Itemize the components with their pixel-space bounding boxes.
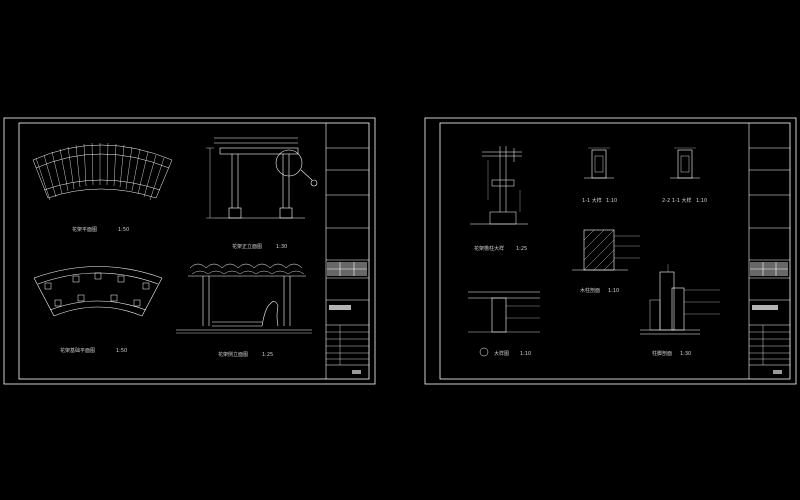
label-front-elevation: 花架正立面图 bbox=[232, 243, 262, 250]
drawing-column-detail[interactable] bbox=[470, 146, 528, 225]
label-side-elevation: 花架侧立面图 bbox=[218, 351, 248, 358]
label-pergola-plan: 花架平面图 bbox=[72, 226, 97, 233]
scale-column-detail: 1:25 bbox=[516, 246, 527, 252]
scale-pergola-plan: 1:50 bbox=[118, 227, 129, 233]
drawing-front-elevation[interactable] bbox=[206, 137, 318, 219]
scale-1-1-detail: 1:10 bbox=[606, 198, 617, 204]
scale-timber-column-section: 1:10 bbox=[608, 288, 619, 294]
drawing-1-1-detail[interactable] bbox=[584, 147, 614, 179]
scale-column-footing-section: 1:30 bbox=[680, 351, 691, 357]
sheet-1-outer-frame bbox=[3, 117, 376, 385]
sheet-1[interactable]: 花架平面图 1:50 花架正立面图 1:30 bbox=[3, 117, 376, 385]
sheet-1-title-block bbox=[325, 123, 369, 379]
drawing-column-footing-section[interactable] bbox=[640, 264, 720, 335]
drawing-joint-detail[interactable] bbox=[468, 291, 540, 357]
drawing-timber-column-section[interactable] bbox=[572, 229, 640, 271]
label-column-footing-section: 柱脚剖面 bbox=[652, 350, 672, 357]
label-joint-detail: 大样图 bbox=[494, 350, 509, 357]
scale-2-2-detail: 1:10 bbox=[696, 198, 707, 204]
sheet-2[interactable]: 花架檐柱大样 1:25 1-1 大样 1:10 2-2 1-1 大样 1:10 bbox=[424, 117, 797, 385]
label-column-detail: 花架檐柱大样 bbox=[474, 245, 504, 252]
label-1-1-detail: 1-1 大样 bbox=[582, 197, 602, 204]
drawing-side-elevation[interactable] bbox=[176, 263, 312, 334]
scale-side-elevation: 1:25 bbox=[262, 352, 273, 358]
scale-foundation-plan: 1:50 bbox=[116, 348, 127, 354]
drawing-foundation-plan[interactable] bbox=[33, 266, 163, 317]
scale-joint-detail: 1:10 bbox=[520, 351, 531, 357]
drawing-2-2-detail[interactable] bbox=[670, 147, 700, 179]
sheet-2-outer-frame bbox=[424, 117, 797, 385]
drawing-pergola-plan[interactable] bbox=[32, 142, 173, 201]
sheet-2-inner-frame bbox=[439, 122, 791, 380]
label-2-2-detail: 2-2 1-1 大样 bbox=[662, 197, 692, 204]
sheet-2-title-block bbox=[748, 123, 790, 379]
sheet-1-inner-frame bbox=[18, 122, 370, 380]
scale-front-elevation: 1:30 bbox=[276, 244, 287, 250]
label-timber-column-section: 木柱剖面 bbox=[580, 287, 600, 294]
label-foundation-plan: 花架基础平面图 bbox=[60, 347, 95, 354]
